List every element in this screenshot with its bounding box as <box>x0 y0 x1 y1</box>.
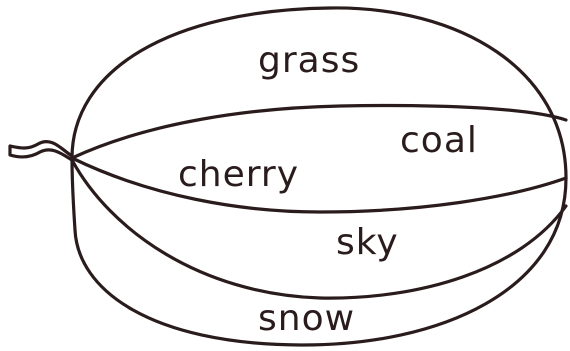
stripe-3 <box>72 160 566 298</box>
label-cherry: cherry <box>178 154 299 195</box>
stripe-1 <box>72 106 566 158</box>
label-grass: grass <box>258 40 360 81</box>
stem <box>10 142 72 160</box>
label-coal: coal <box>400 120 478 161</box>
stripe-2 <box>72 158 566 212</box>
label-snow: snow <box>258 298 355 339</box>
label-sky: sky <box>336 222 399 263</box>
